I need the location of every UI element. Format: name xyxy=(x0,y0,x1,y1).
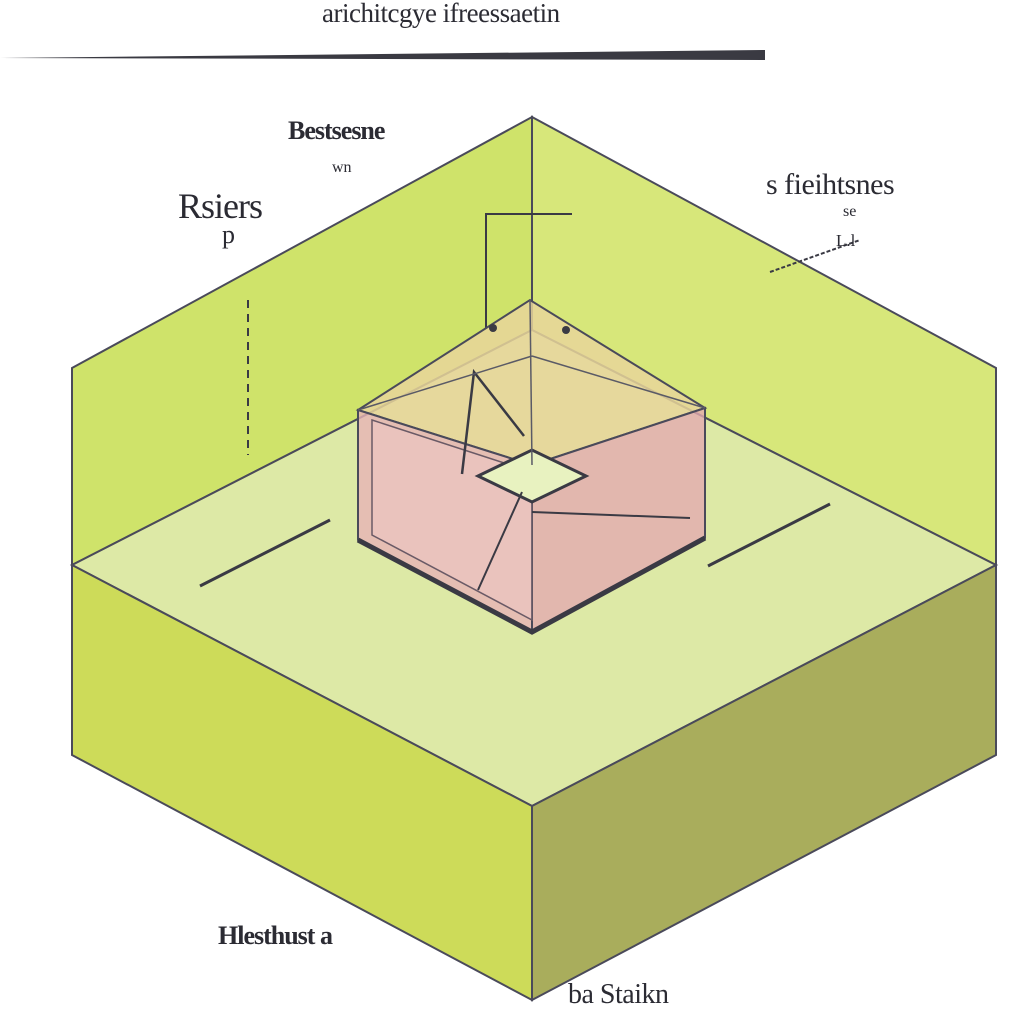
label-left: Rsiers xyxy=(178,186,263,226)
pavilion-roof-ridge xyxy=(357,355,533,411)
roof-node-right xyxy=(562,326,570,334)
leader-line-top xyxy=(485,213,572,328)
label-bottom-right: ba Staikn xyxy=(568,979,669,1010)
diagram-title: arichitcgye ifreessaetin xyxy=(322,0,560,28)
header-rule xyxy=(0,50,765,60)
pavilion-base-rail xyxy=(356,535,707,635)
pavilion-roof-ridge-2 xyxy=(531,355,706,409)
label-right-sub2: L.l xyxy=(836,231,856,250)
base-right-face xyxy=(531,563,997,1002)
floor-guide-left xyxy=(199,518,331,588)
pavilion-diagonal xyxy=(477,491,523,591)
leader-line-right xyxy=(769,239,861,273)
pavilion-post xyxy=(529,299,533,466)
label-left-sub: p xyxy=(222,220,235,249)
pavilion-courtyard xyxy=(474,448,590,504)
pavilion-rail-inner xyxy=(531,511,691,519)
label-bottom-left: Hlesthust a xyxy=(218,921,333,950)
pavilion-brace xyxy=(460,368,525,475)
label-right: s fieihtsnes xyxy=(766,168,895,201)
label-top-left: Bestsesne xyxy=(288,116,385,145)
floor-guide-right xyxy=(707,502,831,568)
label-top-left-sub: wn xyxy=(332,159,352,176)
roof-node-left xyxy=(489,324,497,332)
label-right-sub: se xyxy=(843,203,857,220)
